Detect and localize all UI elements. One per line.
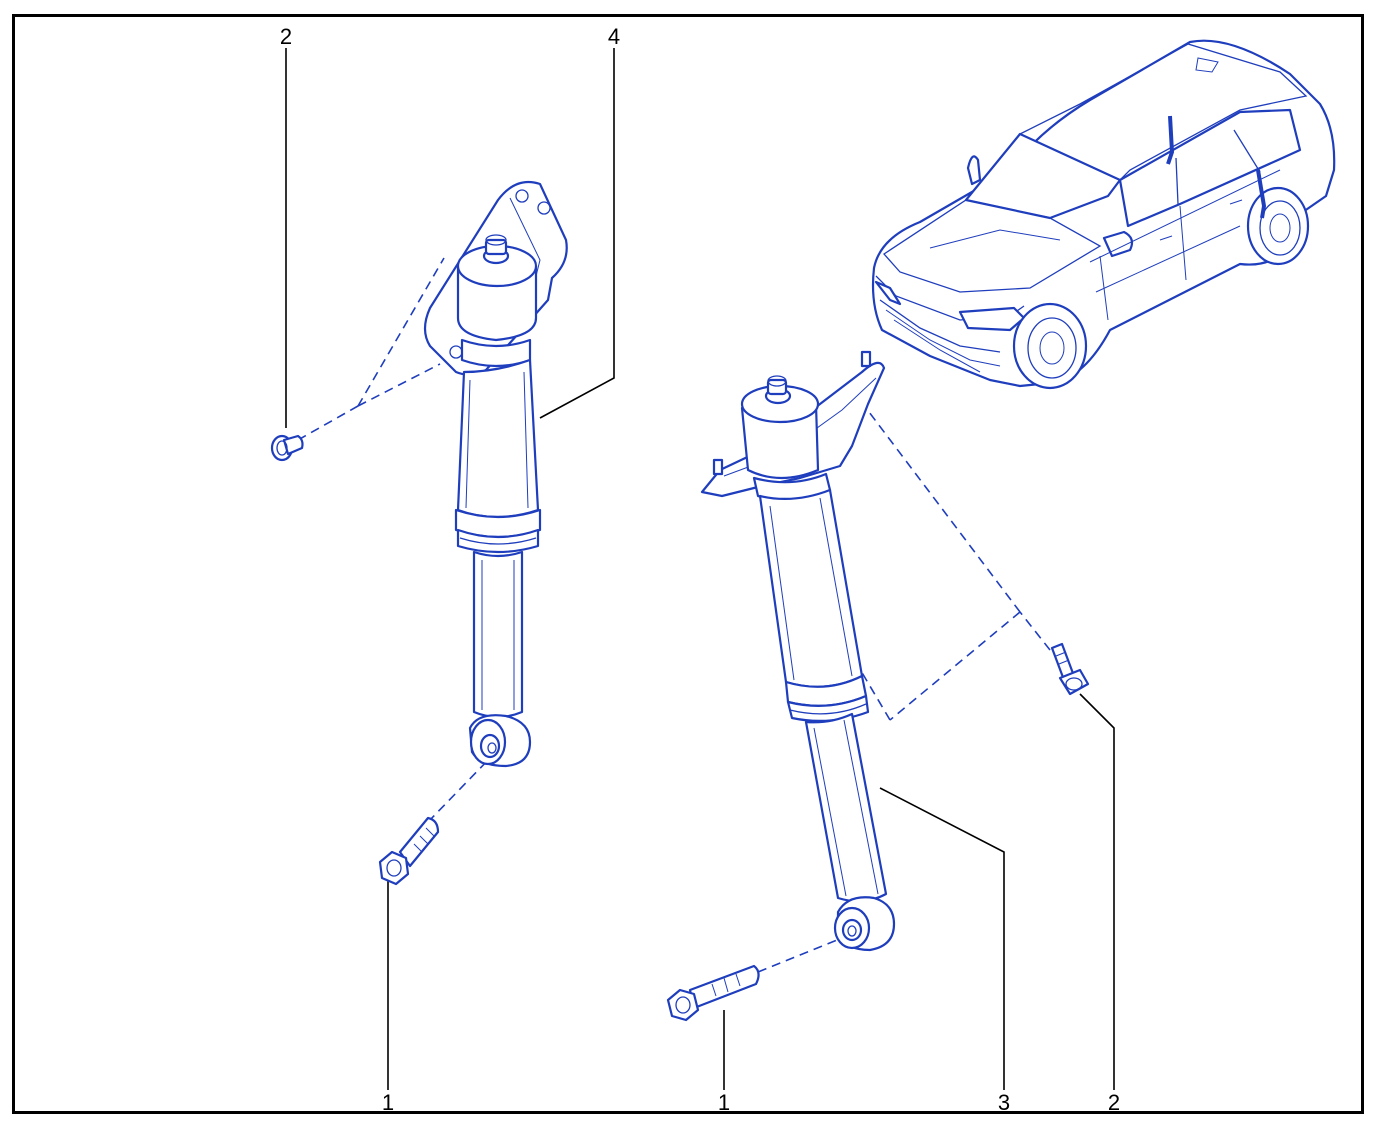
dash-right-top-c: [889, 611, 1021, 721]
dash-left-top-a: [297, 405, 359, 441]
diagram-frame: [12, 14, 1364, 1114]
dash-left-bottom: [427, 755, 493, 823]
dash-right-bottom: [757, 937, 843, 973]
highlight-shock-location-2: [1256, 169, 1267, 219]
callout-label-top-left-bolt: 2: [279, 24, 293, 49]
dash-left-top-c: [357, 363, 441, 407]
leader-left-shock: [539, 48, 615, 419]
callout-label-left-shock: 4: [607, 24, 621, 49]
leader-right-bolt: [1079, 693, 1115, 1090]
callout-label-bottom-left-bolt: 1: [381, 1090, 395, 1115]
highlight-shock-location-1: [1166, 115, 1175, 165]
dash-left-top-b: [357, 257, 445, 407]
callout-label-right-bolt: 2: [1107, 1090, 1121, 1115]
bolt-top-left: [270, 434, 304, 462]
vehicle-illustration: [871, 39, 1336, 390]
leader-lines: [285, 48, 1115, 1090]
dash-right-top-a: [1019, 611, 1051, 651]
bolt-bottom-middle: [666, 964, 760, 1022]
right-shock-absorber: [700, 350, 896, 952]
leader-right-shock: [879, 787, 1005, 1090]
bolt-right: [1050, 642, 1090, 696]
bolt-bottom-left: [378, 816, 440, 886]
callout-label-right-shock: 3: [997, 1090, 1011, 1115]
dash-right-top-b: [865, 407, 1021, 613]
left-shock-absorber: [423, 180, 568, 768]
callout-label-bottom-middle-bolt: 1: [717, 1090, 731, 1115]
